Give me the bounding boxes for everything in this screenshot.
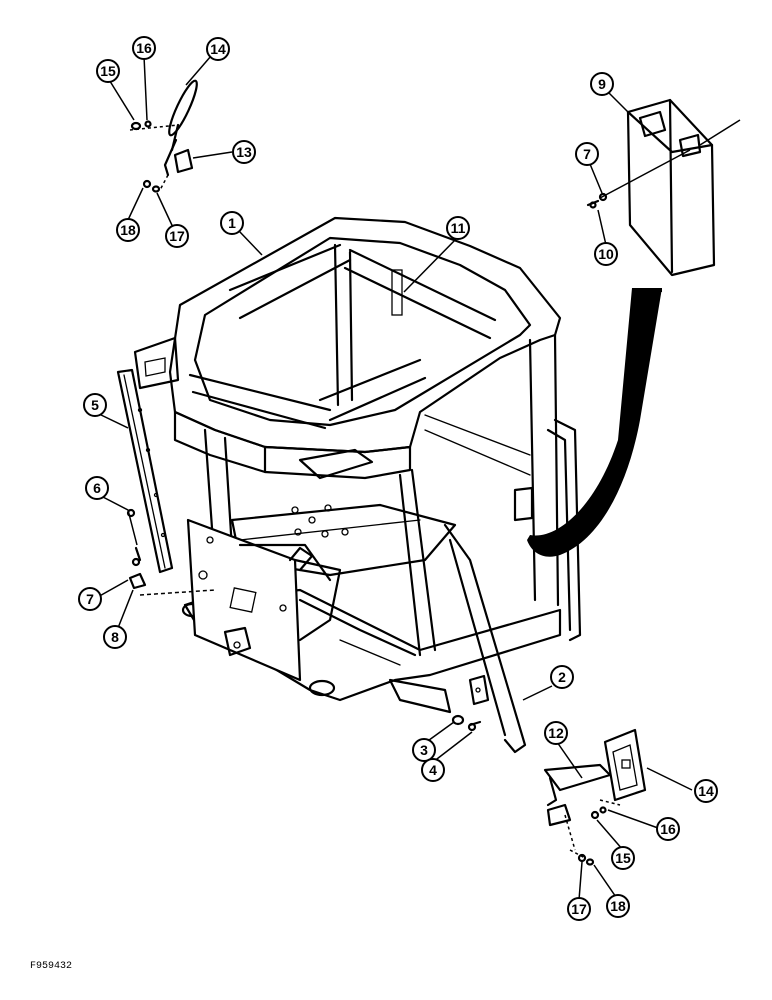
svg-text:14: 14 [698,783,714,799]
svg-text:10: 10 [598,246,614,262]
callout-14-upper: 14 [206,37,230,61]
callout-12: 12 [544,721,568,745]
callout-14-lower: 14 [694,779,718,803]
svg-text:7: 7 [583,146,591,162]
svg-text:16: 16 [136,40,152,56]
figure-id: F959432 [30,961,73,972]
grab-handle [443,523,527,754]
callout-18-lower: 18 [606,894,630,918]
callout-6: 6 [85,476,109,500]
cab-frame [133,216,562,714]
mirror-assembly-lower [543,728,647,866]
handle-fasteners [451,714,482,732]
callout-15-lower: 15 [611,846,635,870]
rear-grab-handle [546,418,582,642]
callout-10: 10 [594,242,618,266]
svg-text:7: 7 [86,591,94,607]
svg-text:3: 3 [420,742,428,758]
svg-text:8: 8 [111,629,119,645]
callout-8: 8 [103,625,127,649]
svg-text:17: 17 [169,228,185,244]
floor-holes [291,504,349,538]
callout-17-lower: 17 [567,897,591,921]
callout-16-lower: 16 [656,817,680,841]
callout-17-upper: 17 [165,224,189,248]
svg-text:16: 16 [660,821,676,837]
callout-9: 9 [590,72,614,96]
svg-text:15: 15 [615,850,631,866]
decal [391,269,403,316]
svg-text:15: 15 [100,63,116,79]
svg-text:12: 12 [548,725,564,741]
svg-text:13: 13 [236,144,252,160]
svg-text:1: 1 [228,215,236,231]
callout-3: 3 [412,738,436,762]
svg-text:6: 6 [93,480,101,496]
callout-15-upper: 15 [96,59,120,83]
callout-18-upper: 18 [116,218,140,242]
svg-text:9: 9 [598,76,606,92]
leader-lines [95,55,693,901]
callout-2: 2 [550,665,574,689]
svg-text:2: 2 [558,669,566,685]
svg-text:5: 5 [91,397,99,413]
mirror-assembly-upper [129,79,198,193]
callout-13: 13 [232,140,256,164]
wiring-harness [527,288,662,557]
callout-16-upper: 16 [132,36,156,60]
callout-11: 11 [446,216,470,240]
callout-4: 4 [421,758,445,782]
side-rail [116,368,174,574]
svg-text:18: 18 [610,898,626,914]
svg-text:11: 11 [451,220,466,236]
box-fasteners [586,192,608,209]
callout-7-lower: 7 [78,587,102,611]
svg-text:14: 14 [210,41,226,57]
svg-text:17: 17 [571,901,587,917]
svg-text:4: 4 [429,762,437,778]
svg-text:18: 18 [120,222,136,238]
callout-7-upper: 7 [575,142,599,166]
callout-1: 1 [220,211,244,235]
callout-5: 5 [83,393,107,417]
storage-box [599,98,741,277]
